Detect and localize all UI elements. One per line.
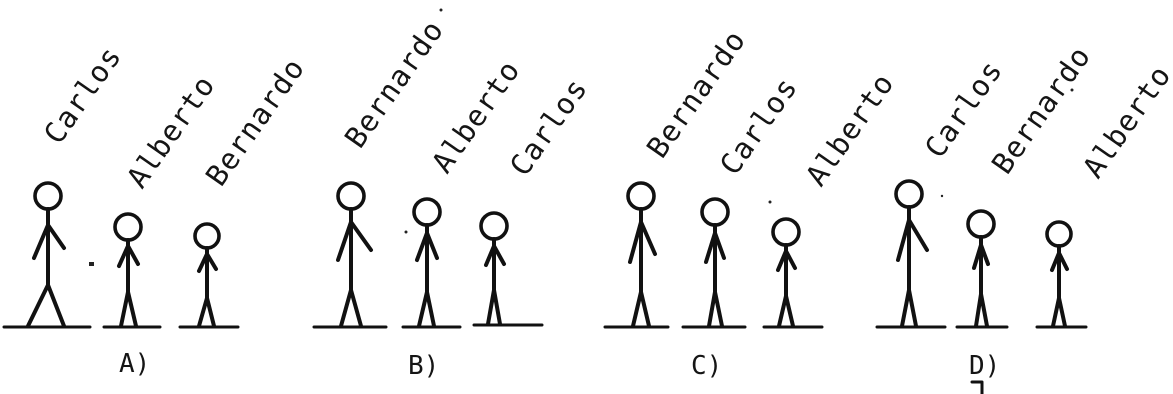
option-d-label: D) xyxy=(969,351,1000,381)
figure-a-3 xyxy=(193,222,221,328)
speck xyxy=(404,230,408,234)
figure-d-2 xyxy=(966,209,996,328)
figure-d-3-name: Alberto xyxy=(1076,59,1173,184)
figure-a-3-name: Bernardo xyxy=(199,52,312,192)
option-a-label: A) xyxy=(119,349,150,379)
figure-head xyxy=(966,209,996,239)
figure-a-1 xyxy=(26,181,66,328)
figure-head xyxy=(113,212,143,242)
figure-b-1 xyxy=(336,181,373,328)
figure-body xyxy=(628,207,657,328)
figure-head xyxy=(626,181,656,211)
figure-body xyxy=(972,235,990,328)
figure-c-3 xyxy=(771,217,801,328)
figure-body xyxy=(26,207,66,328)
figure-body xyxy=(415,223,439,328)
figure-c-2 xyxy=(700,197,730,328)
figure-b-3-name: Carlos xyxy=(503,72,594,182)
group-a: Carlos Alberto Bernardo A) xyxy=(2,40,312,379)
group-c: Bernardo Carlos Alberto C) xyxy=(603,24,901,381)
figure-b-2 xyxy=(412,197,442,328)
speck xyxy=(89,262,94,266)
figure-a-2 xyxy=(113,212,143,328)
figure-head xyxy=(479,211,509,241)
figure-body xyxy=(776,243,797,328)
figure-body xyxy=(484,237,506,326)
figure-b-1-name: Bernardo xyxy=(338,14,451,154)
figure-head xyxy=(771,217,801,247)
figure-a-1-name: Carlos xyxy=(37,40,128,150)
figure-b-3 xyxy=(479,211,509,326)
figure-body xyxy=(704,223,726,328)
group-b: Bernardo Alberto Carlos B) xyxy=(312,14,594,381)
option-b-label: B) xyxy=(408,351,439,381)
figure-head xyxy=(894,179,924,209)
figure-body xyxy=(896,205,929,328)
group-d: Carlos Bernardo Alberto D) xyxy=(875,40,1173,394)
figure-c-3-name: Alberto xyxy=(799,67,901,192)
figure-body xyxy=(336,207,373,328)
figure-body xyxy=(117,238,140,328)
figure-c-1 xyxy=(626,181,657,328)
figure-c-2-name: Carlos xyxy=(713,71,804,181)
scan-artifact-mark xyxy=(970,380,984,394)
speck xyxy=(768,200,772,204)
speck xyxy=(940,194,944,198)
scan-specks xyxy=(89,8,1074,266)
speck xyxy=(1070,88,1074,92)
figure-d-3 xyxy=(1045,220,1073,328)
figure-body xyxy=(197,246,218,328)
figure-head xyxy=(700,197,730,227)
figure-head xyxy=(336,181,366,211)
figure-head xyxy=(1045,220,1073,248)
figure-head xyxy=(193,222,221,250)
option-c-label: C) xyxy=(691,351,722,381)
figure-head xyxy=(33,181,63,211)
figure-head xyxy=(412,197,442,227)
figure-body xyxy=(1050,244,1069,328)
speck xyxy=(439,8,443,12)
figure-d-1 xyxy=(894,179,929,328)
